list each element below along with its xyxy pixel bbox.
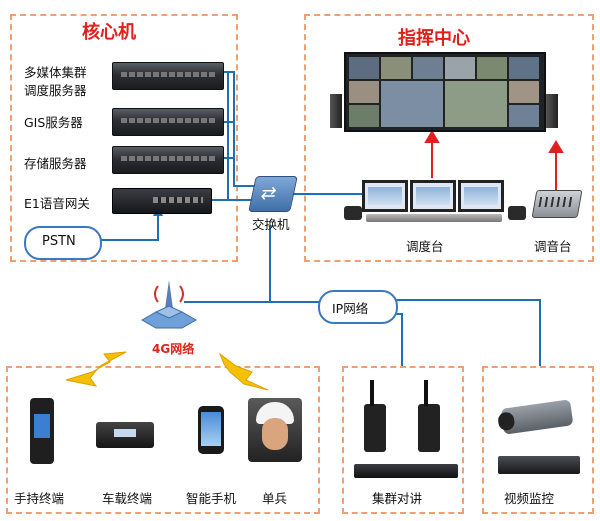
terminal-label-vehicle: 车载终端: [102, 491, 153, 506]
radio-1-antenna: [370, 380, 374, 406]
video-label: 视频监控: [504, 491, 555, 506]
storage-server: [112, 146, 224, 174]
handheld-screen: [34, 414, 50, 438]
right-speaker: [546, 94, 558, 128]
switch-arrows-icon: ⇄: [259, 183, 279, 203]
server-3-label: 存储服务器: [24, 156, 87, 171]
wall-screen: [508, 104, 540, 128]
mixer-faders-icon: [538, 197, 575, 207]
smartphone-screen: [201, 412, 221, 446]
lte-network-label: 4G网络: [152, 342, 195, 356]
soldier-icon: [248, 398, 302, 462]
radio-1-icon: [364, 380, 386, 452]
server-4-label: E1语音网关: [24, 196, 90, 211]
gis-server: [112, 108, 224, 136]
handheld-terminal-icon: [30, 398, 54, 464]
server-2-label: GIS服务器: [24, 115, 83, 130]
e1-gateway: [112, 188, 212, 214]
desk-phone-left-icon: [344, 206, 362, 220]
nvr-recorder: [498, 456, 580, 474]
pstn-link: [98, 214, 159, 241]
media-dispatch-server: [112, 62, 224, 90]
wall-screen: [348, 56, 380, 80]
terminal-label-smartphone: 智能手机: [186, 491, 237, 506]
trunking-label: 集群对讲: [372, 491, 423, 506]
console-desk: [366, 214, 502, 222]
helmet-shape: [256, 402, 294, 424]
wall-screen: [380, 56, 412, 80]
terminal-label-soldier: 单兵: [262, 491, 288, 506]
terminal-label-handheld: 手持终端: [14, 491, 65, 506]
switch-icon: ⇄: [248, 176, 298, 212]
console-label: 调度台: [406, 239, 444, 254]
wall-screen: [444, 80, 508, 128]
gateway-ports: [153, 197, 203, 203]
ip-to-video: [390, 299, 541, 366]
trunking-group: [342, 366, 464, 514]
console-monitor-1: [362, 180, 408, 212]
smartphone-icon: [198, 406, 224, 454]
wall-screen: [380, 80, 444, 128]
arrow-console-head: [424, 130, 440, 143]
left-speaker: [330, 94, 342, 128]
terminals-group: [6, 366, 320, 514]
lightning-left-icon: [65, 351, 127, 387]
vehicle-terminal-icon: [96, 422, 154, 448]
wall-screen: [508, 56, 540, 80]
console-monitor-3: [458, 180, 504, 212]
ip-network-cloud: IP网络: [318, 290, 398, 324]
video-wall: [344, 52, 546, 132]
pstn-cloud: PSTN: [24, 226, 102, 260]
switch-label: 交换机: [252, 217, 290, 232]
lte-tower-icon: [140, 280, 198, 329]
desk-phone-right-icon: [508, 206, 526, 220]
ip-network-label: IP网络: [332, 301, 369, 316]
server-1-label-line2: 调度服务器: [24, 83, 87, 98]
pstn-label: PSTN: [42, 234, 76, 249]
console-monitor-2: [410, 180, 456, 212]
server-1-label-line1: 多媒体集群: [24, 65, 87, 80]
vehicle-display: [114, 429, 136, 437]
face-shape: [262, 418, 288, 450]
wall-screen: [444, 56, 476, 80]
wall-screen: [348, 80, 380, 104]
core-title: 核心机: [82, 22, 136, 43]
wall-screen: [412, 56, 444, 80]
radio-2-antenna: [424, 380, 428, 406]
wall-screen: [348, 104, 380, 128]
trunking-base-station: [354, 464, 458, 478]
command-center-group: [304, 14, 594, 262]
arrow-mixer-head: [548, 140, 564, 153]
mixer-label: 调音台: [534, 239, 572, 254]
wall-screen: [508, 80, 540, 104]
lightning-right-icon: [218, 352, 269, 391]
command-title: 指挥中心: [398, 28, 470, 49]
wall-screen: [476, 56, 508, 80]
core-group: [10, 14, 238, 262]
audio-mixer: [531, 190, 583, 218]
video-group: [482, 366, 594, 514]
radio-2-icon: [418, 380, 440, 452]
